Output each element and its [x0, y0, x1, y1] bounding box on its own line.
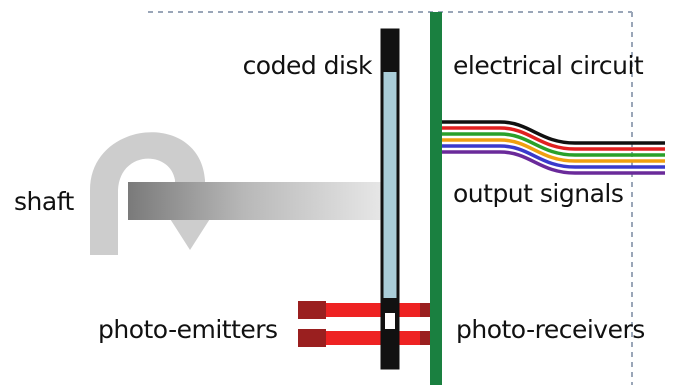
output-signal-wires	[442, 120, 665, 175]
output-signals-label: output signals	[453, 179, 623, 208]
electrical-circuit-label: electrical circuit	[453, 51, 644, 80]
signal-wire	[442, 132, 665, 157]
photo-emitters	[298, 301, 430, 347]
receiver-lower	[420, 331, 432, 345]
shaft	[128, 182, 386, 220]
signal-wire	[442, 126, 665, 151]
emitter-body-lower	[298, 329, 326, 347]
circuit-board	[430, 12, 442, 385]
photo-emitters-label: photo-emitters	[98, 315, 278, 344]
signal-wire	[442, 120, 665, 145]
coded-disk-window	[385, 313, 395, 329]
signal-wire	[442, 144, 665, 169]
photo-receivers-label: photo-receivers	[456, 315, 645, 344]
coded-disk-label: coded disk	[243, 51, 373, 80]
signal-wire	[442, 150, 665, 175]
receiver-upper	[420, 303, 432, 317]
coded-disk-slot-top	[382, 30, 398, 72]
signal-wire	[442, 138, 665, 163]
emitter-body-upper	[298, 301, 326, 319]
photo-receivers	[420, 303, 432, 345]
rotation-arrow-icon	[90, 132, 222, 255]
coded-disk-slot-bottom	[382, 298, 398, 368]
shaft-label: shaft	[14, 187, 75, 216]
coded-disk	[380, 28, 400, 370]
